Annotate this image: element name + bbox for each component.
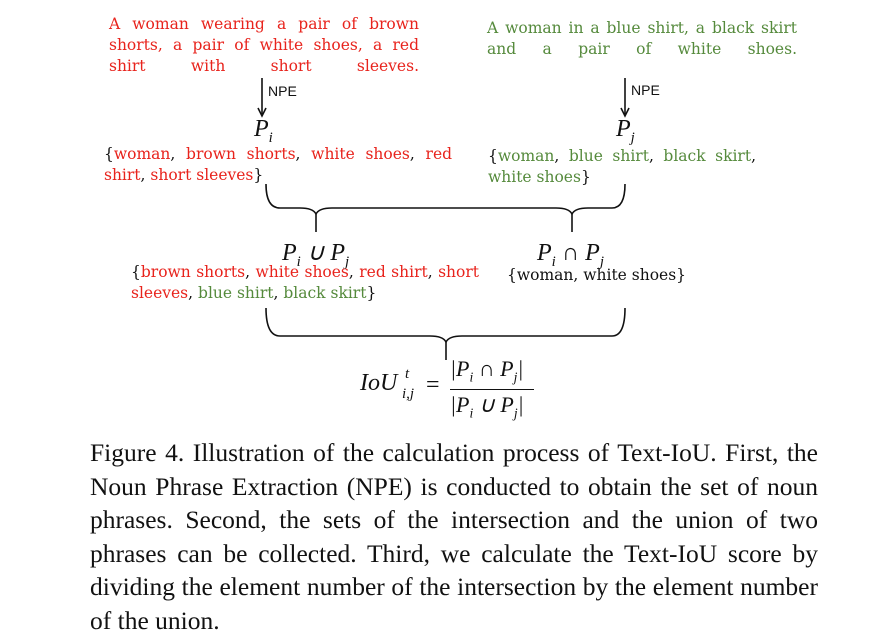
formula-equals: = xyxy=(426,372,440,398)
intersection-set: {woman, white shoes} xyxy=(507,266,687,284)
union-label: Pi ∪ Pj xyxy=(282,240,350,270)
union-set: {brown shorts, white shoes, red shirt, s… xyxy=(131,263,479,302)
formula-sub: i,j xyxy=(402,386,415,402)
formula-denominator: |Pi ∪ Pj| xyxy=(450,392,524,421)
iou-formula: IoU t i,j = |Pi ∩ Pj| |Pi ∪ Pj| xyxy=(360,356,540,424)
formula-lhs: IoU xyxy=(360,370,398,396)
left-npe-label: NPE xyxy=(268,83,297,99)
figure-caption: Figure 4. Illustration of the calculatio… xyxy=(90,438,818,635)
set-i-contents: {woman, brown shorts, white shoes, red s… xyxy=(104,145,453,184)
diagram-connectors xyxy=(257,78,630,360)
left-description: A woman wearing a pair of brown shorts, … xyxy=(109,15,419,75)
formula-sup: t xyxy=(405,366,410,382)
right-npe-label: NPE xyxy=(631,82,660,98)
intersection-label: Pi ∩ Pj xyxy=(537,240,604,270)
formula-fraction-bar xyxy=(450,389,534,390)
lower-brace xyxy=(265,307,626,344)
set-j-label: Pj xyxy=(616,116,635,146)
set-j-contents: {woman, blue shirt, black skirt, white s… xyxy=(488,147,756,186)
left-npe-arrow-head xyxy=(257,107,267,118)
set-i-label: Pi xyxy=(254,116,273,146)
formula-numerator: |Pi ∩ Pj| xyxy=(450,356,524,385)
upper-brace xyxy=(265,183,626,216)
right-npe-arrow-head xyxy=(620,107,630,118)
right-description: A woman in a blue shirt, a black skirt a… xyxy=(487,19,797,58)
